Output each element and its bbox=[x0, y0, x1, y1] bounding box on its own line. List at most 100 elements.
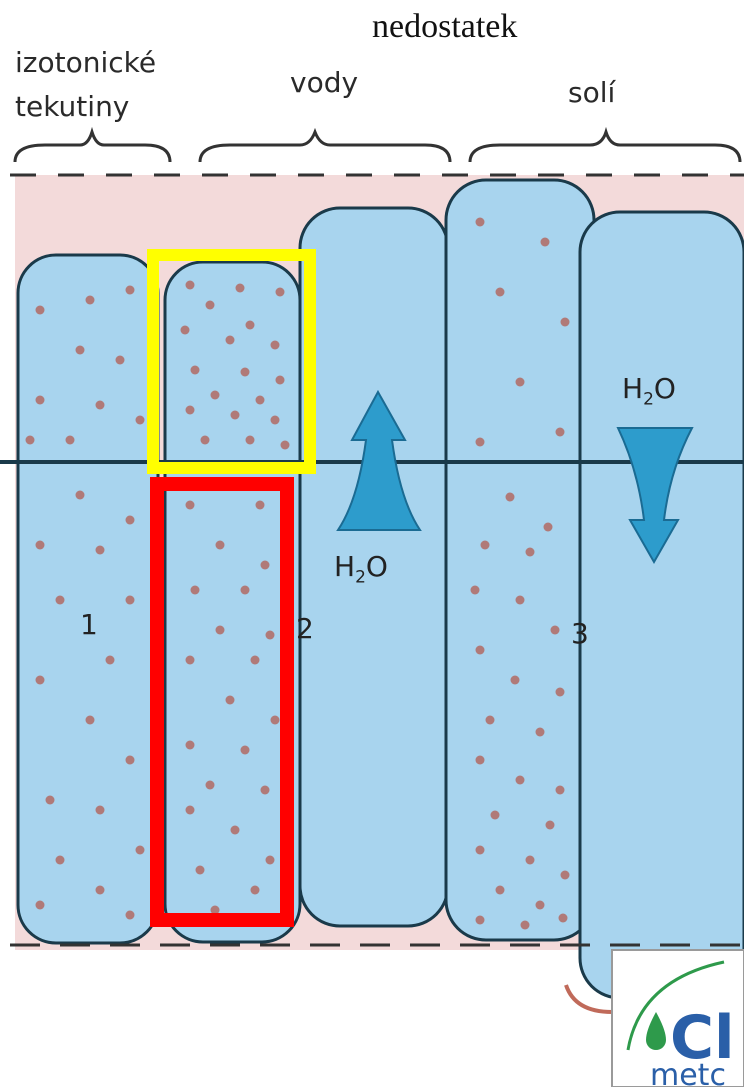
particle bbox=[241, 368, 250, 377]
particle bbox=[126, 911, 135, 920]
label-isotonic-line1: izotonické bbox=[15, 48, 156, 78]
particle bbox=[186, 656, 195, 665]
particle bbox=[196, 866, 205, 875]
particle bbox=[36, 396, 45, 405]
brace-water bbox=[200, 132, 450, 162]
particle bbox=[496, 886, 505, 895]
particle bbox=[476, 916, 485, 925]
particle bbox=[126, 516, 135, 525]
particle bbox=[106, 656, 115, 665]
particle bbox=[211, 391, 220, 400]
cell-number-2: 2 bbox=[296, 612, 314, 645]
particle bbox=[516, 776, 525, 785]
cell-number-3: 3 bbox=[571, 617, 589, 650]
particle bbox=[36, 541, 45, 550]
particle bbox=[491, 811, 500, 820]
particle bbox=[206, 301, 215, 310]
particle bbox=[216, 541, 225, 550]
particle bbox=[486, 716, 495, 725]
particle bbox=[246, 436, 255, 445]
particle bbox=[191, 366, 200, 375]
particle bbox=[126, 596, 135, 605]
particle bbox=[56, 596, 65, 605]
water-label-right: H2O bbox=[622, 372, 676, 410]
particle bbox=[76, 346, 85, 355]
particle bbox=[186, 281, 195, 290]
particle bbox=[526, 548, 535, 557]
brace-salt bbox=[470, 132, 740, 162]
particle bbox=[186, 501, 195, 510]
particle bbox=[136, 846, 145, 855]
particle bbox=[506, 493, 515, 502]
particle bbox=[96, 806, 105, 815]
particle bbox=[551, 626, 560, 635]
particle bbox=[36, 901, 45, 910]
particle bbox=[271, 416, 280, 425]
particle bbox=[561, 871, 570, 880]
particle bbox=[271, 716, 280, 725]
particle bbox=[261, 561, 270, 570]
particle bbox=[66, 436, 75, 445]
particle bbox=[476, 846, 485, 855]
particle bbox=[556, 786, 565, 795]
particle bbox=[481, 541, 490, 550]
label-water: vody bbox=[290, 68, 358, 98]
particle bbox=[471, 586, 480, 595]
particle bbox=[496, 288, 505, 297]
particle bbox=[559, 914, 568, 923]
label-salt: solí bbox=[568, 78, 615, 108]
cell-2 bbox=[165, 262, 300, 942]
cell-3 bbox=[446, 180, 594, 940]
cell-3-shrunk bbox=[580, 212, 744, 998]
particle bbox=[556, 428, 565, 437]
particle bbox=[536, 728, 545, 737]
particle bbox=[116, 356, 125, 365]
particle bbox=[226, 336, 235, 345]
particle bbox=[206, 781, 215, 790]
particle bbox=[126, 756, 135, 765]
particle bbox=[476, 438, 485, 447]
particle bbox=[541, 238, 550, 247]
particle bbox=[231, 826, 240, 835]
particle bbox=[96, 886, 105, 895]
particle bbox=[546, 821, 555, 830]
particle bbox=[261, 786, 270, 795]
particle bbox=[226, 696, 235, 705]
cell-1 bbox=[18, 255, 158, 943]
particle bbox=[516, 596, 525, 605]
particle bbox=[511, 676, 520, 685]
particle bbox=[186, 406, 195, 415]
particle bbox=[251, 656, 260, 665]
particle bbox=[241, 586, 250, 595]
particle bbox=[201, 436, 210, 445]
particle bbox=[216, 626, 225, 635]
particle bbox=[256, 501, 265, 510]
particle bbox=[36, 676, 45, 685]
particle bbox=[276, 376, 285, 385]
particle bbox=[26, 436, 35, 445]
logo-text-small: metc bbox=[650, 1058, 726, 1087]
particle bbox=[544, 523, 553, 532]
particle bbox=[276, 288, 285, 297]
particle bbox=[36, 306, 45, 315]
particle bbox=[46, 796, 55, 805]
particle bbox=[556, 688, 565, 697]
particle bbox=[476, 218, 485, 227]
particle bbox=[191, 586, 200, 595]
particle bbox=[126, 286, 135, 295]
particle bbox=[561, 318, 570, 327]
particle bbox=[266, 856, 275, 865]
particle bbox=[281, 441, 290, 450]
particle bbox=[86, 296, 95, 305]
particle bbox=[266, 631, 275, 640]
particle bbox=[96, 401, 105, 410]
particle bbox=[256, 396, 265, 405]
particle bbox=[76, 491, 85, 500]
particle bbox=[181, 326, 190, 335]
particle bbox=[86, 716, 95, 725]
particle bbox=[246, 321, 255, 330]
particle bbox=[241, 746, 250, 755]
brace-isotonic bbox=[15, 132, 170, 162]
